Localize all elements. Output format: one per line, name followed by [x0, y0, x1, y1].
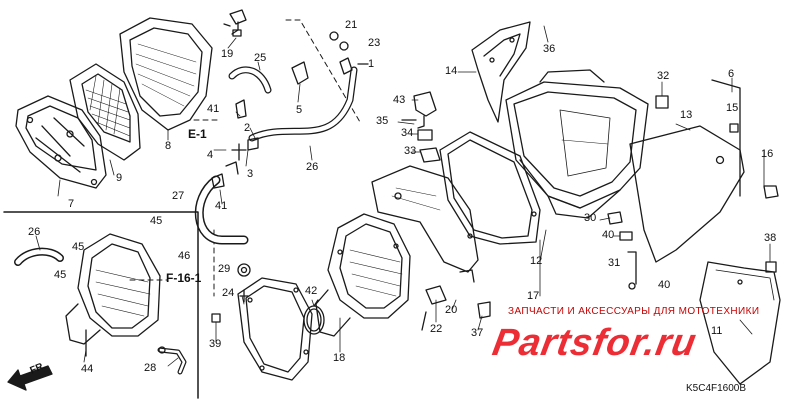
- part-fender-plate: [371, 165, 479, 273]
- part-25-hose: [228, 66, 272, 94]
- callout-24: 24: [222, 287, 235, 299]
- part-24-gasket: [237, 277, 313, 381]
- callout-11: 11: [711, 325, 723, 337]
- part-12-air-box: [505, 69, 649, 219]
- ref-line-1: [285, 19, 361, 123]
- callout-28: 28: [144, 362, 157, 374]
- callout-40-lower: 40: [658, 279, 671, 291]
- mid-right-hardware: [421, 211, 637, 331]
- part-38-bolt: [765, 261, 777, 273]
- callout-42: 42: [305, 285, 318, 297]
- part-26-hose-b: [14, 247, 64, 266]
- callout-9: 9: [116, 172, 123, 184]
- callout-31: 31: [608, 257, 621, 269]
- callout-29: 29: [218, 263, 231, 275]
- part-17-gasket: [439, 131, 541, 245]
- callout-18: 18: [333, 352, 346, 364]
- callout-6: 6: [728, 68, 735, 80]
- callout-3: 3: [247, 168, 254, 180]
- small-hardware: [211, 31, 353, 323]
- callout-12: 12: [530, 255, 543, 267]
- part-11-rear-fender: [699, 261, 781, 385]
- callout-45-mid: 45: [72, 241, 85, 253]
- callout-38: 38: [764, 232, 777, 244]
- ref-e-1: E-1: [188, 127, 207, 141]
- callout-30: 30: [584, 212, 597, 224]
- callout-2: 2: [244, 122, 251, 134]
- callout-20: 20: [445, 304, 458, 316]
- callout-26-mid: 26: [306, 161, 319, 173]
- callout-44: 44: [81, 363, 94, 375]
- watermark-brand-logo: Partsfor.ru: [489, 322, 700, 364]
- part-44-left-duct: [65, 233, 161, 357]
- watermark-tagline: ЗАПЧАСТИ И АКСЕССУАРЫ ДЛЯ МОТОТЕХНИКИ: [508, 306, 760, 317]
- part-13-side-cover: [629, 125, 745, 263]
- callout-15: 15: [726, 102, 739, 114]
- fittings-cluster: [401, 91, 441, 163]
- callout-33: 33: [404, 145, 417, 157]
- callout-35: 35: [376, 115, 389, 127]
- callout-13: 13: [680, 109, 693, 121]
- part-27-hose: [194, 175, 249, 245]
- callout-23: 23: [368, 37, 381, 49]
- callout-14: 14: [445, 65, 458, 77]
- callout-45-low: 45: [54, 269, 67, 281]
- part-8-cleaner-cover: [119, 17, 213, 131]
- callout-19: 19: [221, 48, 234, 60]
- callout-39: 39: [209, 338, 222, 350]
- callout-40-upper: 40: [602, 229, 615, 241]
- part-18-intake-duct: [315, 213, 411, 337]
- front-direction-arrow: [7, 365, 53, 391]
- callout-41-lower: 41: [215, 200, 228, 212]
- callout-17: 17: [527, 290, 540, 302]
- part-15-nut: [729, 123, 739, 133]
- callout-41-upper: 41: [207, 103, 220, 115]
- callout-5: 5: [296, 104, 303, 116]
- detail-frame: [3, 211, 199, 399]
- callout-22: 22: [430, 323, 443, 335]
- part-32-grommet: [655, 95, 669, 109]
- callout-7: 7: [68, 198, 75, 210]
- part-16-bolt: [763, 185, 779, 199]
- callout-25: 25: [254, 52, 267, 64]
- callout-26-left: 26: [28, 226, 41, 238]
- callout-43: 43: [393, 94, 406, 106]
- callout-16: 16: [761, 148, 774, 160]
- diagram-code: K5C4F1600B: [686, 383, 747, 394]
- callout-8: 8: [165, 140, 172, 152]
- callout-37: 37: [471, 327, 484, 339]
- callout-32: 32: [657, 70, 670, 82]
- callout-1: 1: [368, 58, 375, 70]
- part-7-filter-frame: [15, 95, 107, 189]
- callout-36: 36: [543, 43, 556, 55]
- part-14-bracket: [471, 21, 531, 123]
- callout-45-top: 45: [150, 215, 163, 227]
- part-19-vent-fitting: [223, 9, 247, 37]
- part-28-hose: [157, 346, 187, 375]
- callout-46: 46: [178, 250, 191, 262]
- ref-f-16-1: F-16-1: [166, 271, 202, 285]
- part-9-filter-element: [69, 63, 141, 161]
- callout-27: 27: [172, 190, 185, 202]
- callout-4: 4: [207, 149, 214, 161]
- callout-34: 34: [401, 127, 414, 139]
- part-26-hose: [248, 66, 358, 142]
- callout-21: 21: [345, 19, 358, 31]
